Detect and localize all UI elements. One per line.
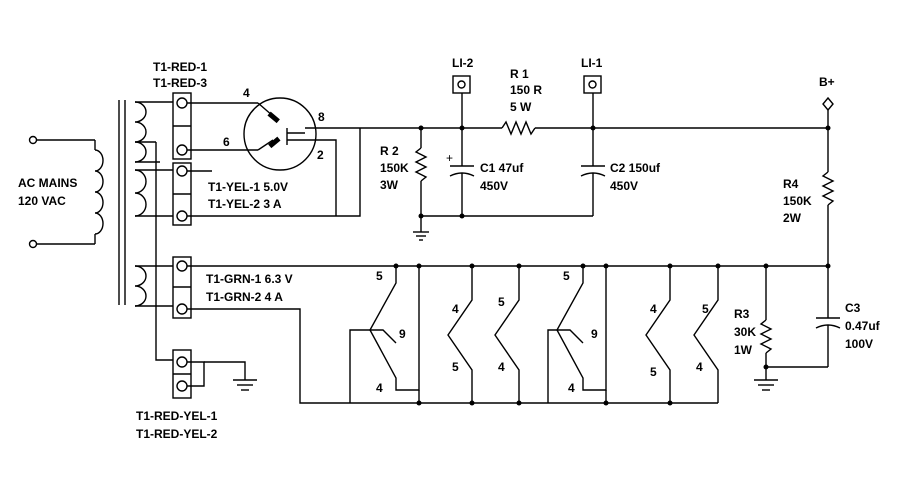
- t1-red-3-label: T1-RED-3: [153, 76, 207, 90]
- c3-capacitor: [815, 266, 841, 367]
- ac-mains-label: AC MAINS: [18, 176, 77, 190]
- r4-resistor: [821, 128, 835, 266]
- li1-label: LI-1: [581, 56, 603, 70]
- li2-terminal: [452, 75, 471, 128]
- t1-yel-1-label: T1-YEL-1 5.0V: [208, 180, 288, 194]
- t1-red-1-label: T1-RED-1: [153, 60, 207, 74]
- c2-capacitor: [580, 128, 606, 216]
- terminal-strip-red-yellow: [172, 349, 192, 399]
- heater-3: [494, 266, 520, 403]
- ac-voltage-label: 120 VAC: [18, 194, 66, 208]
- rectifier-tube: [187, 97, 376, 217]
- heater-3-top: 5: [498, 295, 505, 309]
- r3-resistor: [759, 266, 828, 380]
- terminal-strip-green: [172, 256, 192, 319]
- rectifier-pin-4: 4: [243, 86, 250, 100]
- heater-2-bot: 5: [452, 360, 459, 374]
- filter-ground: [413, 213, 593, 241]
- r3-ground-symbol: [754, 379, 778, 391]
- t1-red-yel-2-label: T1-RED-YEL-2: [136, 427, 218, 441]
- c2-name: C2 150uf: [610, 161, 661, 175]
- c1-plus: +: [446, 151, 453, 165]
- c1-capacitor: [449, 128, 475, 216]
- r1-name: R 1: [510, 67, 529, 81]
- li2-label: LI-2: [452, 56, 474, 70]
- r4-wattage: 2W: [783, 211, 802, 225]
- c2-voltage: 450V: [610, 179, 638, 193]
- r2-value: 150K: [380, 161, 409, 175]
- red-yel-ground-symbol: [187, 361, 257, 391]
- b-plus-terminal: [822, 96, 834, 128]
- r2-wattage: 3W: [380, 178, 399, 192]
- heater-4-bot: 4: [568, 381, 575, 395]
- r2-resistor: [414, 128, 428, 216]
- heater-4-mid: 9: [591, 327, 598, 341]
- heater-1-top: 5: [376, 269, 383, 283]
- t1-grn-1-label: T1-GRN-1 6.3 V: [206, 272, 293, 286]
- r3-name: R3: [734, 307, 750, 321]
- transformer-core: [118, 100, 126, 305]
- b-plus-label: B+: [819, 75, 835, 89]
- r4-name: R4: [783, 177, 799, 191]
- t1-grn-2-label: T1-GRN-2 4 A: [206, 290, 283, 304]
- heater-6: [693, 266, 719, 403]
- heater-1-bot: 4: [376, 381, 383, 395]
- li1-terminal: [583, 75, 602, 128]
- r4-value: 150K: [783, 194, 812, 208]
- r2-name: R 2: [380, 144, 399, 158]
- t1-red-yel-1-label: T1-RED-YEL-1: [136, 409, 218, 423]
- terminal-strip-red: [172, 92, 192, 160]
- heater-2: [447, 266, 473, 403]
- heater-5-top: 4: [650, 302, 657, 316]
- r3-value: 30K: [734, 325, 756, 339]
- heater-4: [547, 266, 607, 403]
- heater-1-mid: 9: [399, 327, 406, 341]
- heater-1: [349, 266, 420, 403]
- b-plus-rail: [376, 120, 831, 136]
- t1-yel-2-label: T1-YEL-2 3 A: [208, 197, 282, 211]
- heater-4-top: 5: [563, 269, 570, 283]
- r1-value: 150 R: [510, 83, 542, 97]
- rectifier-pin-6: 6: [223, 135, 230, 149]
- rectifier-pin-2: 2: [317, 148, 324, 162]
- heater-5: [645, 266, 671, 403]
- heater-6-top: 5: [702, 302, 709, 316]
- heater-3-bot: 4: [498, 360, 505, 374]
- rectifier-pin-8: 8: [318, 110, 325, 124]
- c1-name: C1 47uf: [480, 161, 524, 175]
- secondary-coils: [134, 101, 180, 361]
- c3-voltage: 100V: [845, 337, 873, 351]
- c3-value: 0.47uf: [845, 319, 881, 333]
- r1-wattage: 5 W: [510, 100, 532, 114]
- c1-voltage: 450V: [480, 179, 508, 193]
- r3-wattage: 1W: [734, 343, 753, 357]
- heater-6-bot: 4: [696, 360, 703, 374]
- heater-5-bot: 5: [650, 365, 657, 379]
- heater-2-top: 4: [452, 302, 459, 316]
- terminal-strip-yellow: [172, 162, 192, 226]
- ac-mains-input: [28, 135, 104, 249]
- c3-name: C3: [845, 301, 861, 315]
